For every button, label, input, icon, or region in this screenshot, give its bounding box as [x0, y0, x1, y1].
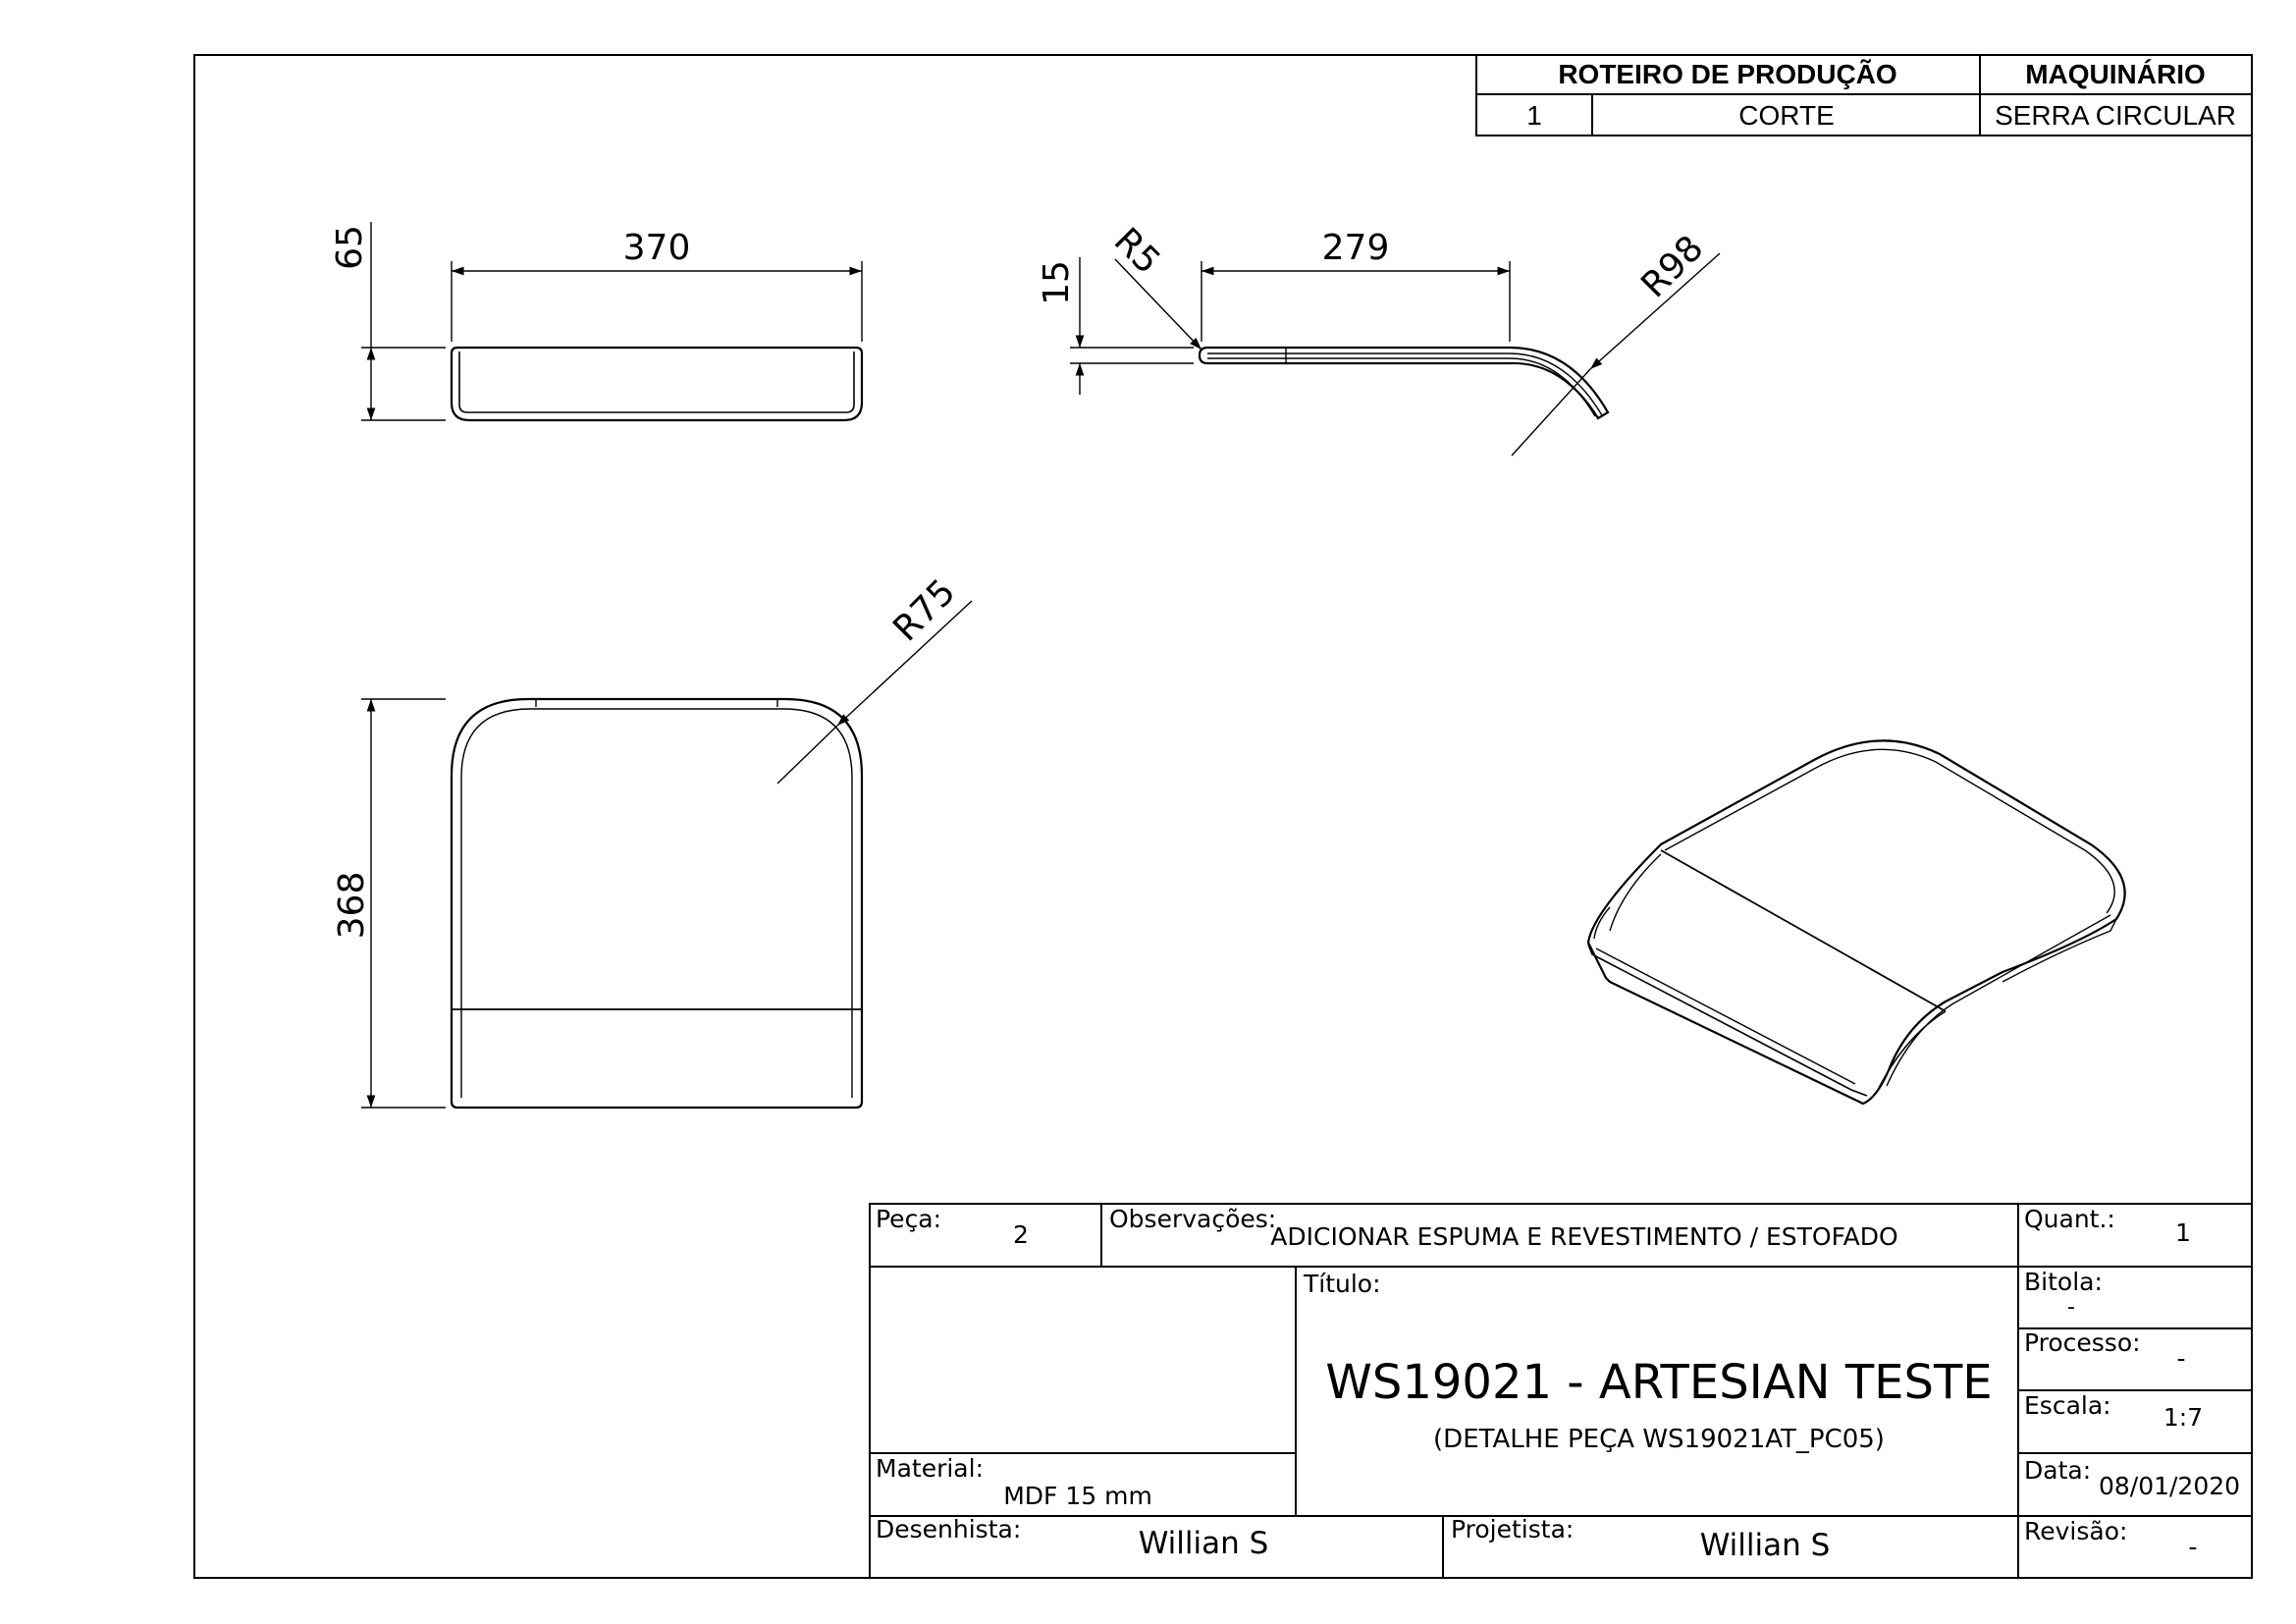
- date-label: Data:: [2024, 1456, 2091, 1485]
- drafter-value: Willian S: [1139, 1526, 1269, 1561]
- process-label: Processo:: [2024, 1328, 2141, 1357]
- process-value: -: [2176, 1344, 2185, 1373]
- dim-front-height: 65: [330, 225, 370, 270]
- revision-value: -: [2188, 1533, 2197, 1561]
- dim-side-flat-length: 279: [1322, 228, 1390, 268]
- title-block: Peça: 2 Observações: ADICIONAR ESPUMA E …: [869, 1203, 2253, 1579]
- material-value: MDF 15 mm: [1003, 1482, 1152, 1510]
- front-view: 370 65: [330, 222, 864, 422]
- notes-label: Observações:: [1109, 1205, 1276, 1233]
- revision-label: Revisão:: [2024, 1517, 2127, 1545]
- dim-side-small-radius: R5: [1106, 220, 1168, 282]
- designer-value: Willian S: [1700, 1528, 1831, 1563]
- isometric-view: [1586, 739, 2126, 1106]
- gauge-value: -: [2067, 1295, 2075, 1320]
- scale-value: 1:7: [2163, 1403, 2203, 1432]
- quantity-label: Quant.:: [2024, 1205, 2115, 1233]
- drawing-subtitle: (DETALHE PEÇA WS19021AT_PC05): [1433, 1425, 1885, 1454]
- material-label: Material:: [876, 1454, 984, 1483]
- routing-table: ROTEIRO DE PRODUÇÃO MAQUINÁRIO 1 CORTE S…: [1475, 54, 2253, 136]
- designer-label: Projetista:: [1451, 1515, 1574, 1543]
- dim-front-width: 370: [623, 228, 691, 268]
- routing-header-process: ROTEIRO DE PRODUÇÃO: [1558, 59, 1896, 89]
- routing-row-operation: CORTE: [1738, 100, 1835, 131]
- routing-row-machine: SERRA CIRCULAR: [1995, 100, 2236, 131]
- drawing-title: WS19021 - ARTESIAN TESTE: [1325, 1355, 1992, 1410]
- routing-header-machine: MAQUINÁRIO: [2025, 59, 2206, 89]
- routing-row-step: 1: [1526, 100, 1542, 131]
- piece-value: 2: [1013, 1220, 1029, 1249]
- quantity-value: 1: [2175, 1218, 2191, 1247]
- side-view: 279 15 R5 R98: [1037, 220, 1721, 457]
- drafter-label: Desenhista:: [876, 1515, 1021, 1543]
- dim-top-corner-radius: R75: [885, 571, 963, 649]
- sheet-border: [193, 54, 2253, 1579]
- top-view: 368 R75: [332, 571, 973, 1110]
- notes-value: ADICIONAR ESPUMA E REVESTIMENTO / ESTOFA…: [1270, 1222, 1897, 1251]
- title-label: Título:: [1303, 1270, 1381, 1298]
- date-value: 08/01/2020: [2099, 1472, 2240, 1500]
- piece-label: Peça:: [876, 1205, 941, 1233]
- dim-side-thickness: 15: [1037, 260, 1077, 305]
- dim-top-length: 368: [332, 872, 372, 940]
- gauge-label: Bitola:: [2024, 1268, 2103, 1296]
- scale-label: Escala:: [2024, 1391, 2111, 1420]
- dim-side-bend-radius: R98: [1633, 228, 1711, 305]
